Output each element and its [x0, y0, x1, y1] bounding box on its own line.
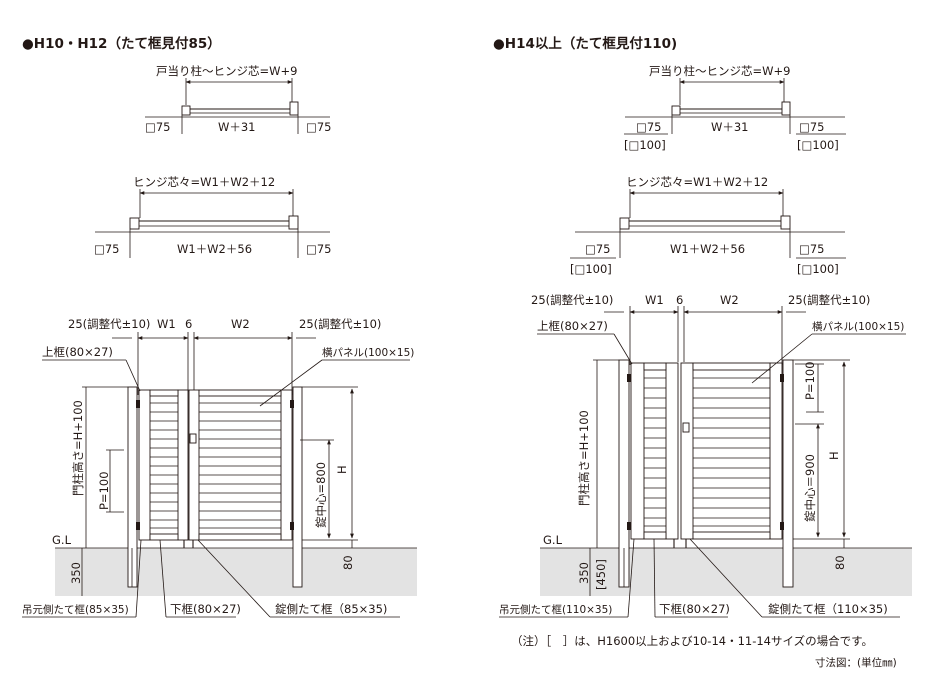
right-plan2-post-left-alt: [□100] [570, 262, 612, 276]
left-plan1-post-right: □75 [306, 120, 332, 134]
left-ground-band [55, 548, 417, 596]
right-depth-alt-label: [450] [594, 559, 608, 590]
left-adj-right: 25(調整代±10) [299, 317, 381, 331]
right-plan1-top-dim: 戸当り柱～ヒンジ芯=W+9 [649, 64, 790, 78]
left-gl-label: G.L [52, 533, 72, 547]
left-w2-label: W2 [231, 317, 250, 331]
left-h-label: H [335, 465, 349, 474]
left-lock-stile-label: 錠側たて框（85×35) [275, 602, 387, 616]
right-w1-label: W1 [645, 293, 664, 307]
right-right-leaf-slats [693, 377, 770, 527]
right-ground-band [540, 548, 912, 596]
right-panel-label: 横パネル(100×15) [812, 320, 904, 333]
left-leaf-slats [150, 402, 178, 529]
left-panel-label: 横パネル(100×15) [322, 346, 414, 359]
right-lock-icon [682, 422, 690, 433]
left-elevation-view: G.L 25(調整代±10) W1 6 W2 25(調整代±10) [22, 317, 417, 618]
left-plan1-post-left: □75 [145, 120, 171, 134]
right-plan1-post-right-alt: [□100] [797, 138, 839, 152]
right-plan1-post-left: □75 [636, 120, 662, 134]
right-lock-stile-label: 錠側たて框（110×35) [768, 602, 888, 616]
left-heading: ●H10・H12（たて框見付85） [22, 35, 221, 52]
right-plan2-post-right-alt: [□100] [797, 262, 839, 276]
left-plan-view-2: ヒンジ芯々=W1＋W2＋12 □75 W1＋W2＋56 □75 [94, 175, 332, 258]
right-hinge-stile-label: 吊元側たて框(110×35) [499, 603, 612, 616]
left-plan2-top-dim: ヒンジ芯々=W1＋W2＋12 [133, 175, 275, 189]
left-plan-view-1: 戸当り柱～ヒンジ芯=W+9 □75 W＋31 □75 [145, 64, 332, 134]
right-gl-label: G.L [543, 533, 563, 547]
right-lock-center-label: 錠中心＝900 [803, 454, 817, 522]
right-top-frame-label: 上框(80×27) [537, 319, 608, 333]
right-adj-left: 25(調整代±10) [531, 293, 613, 307]
left-plan1-top-dim: 戸当り柱～ヒンジ芯=W+9 [156, 64, 297, 78]
left-above-label: 80 [341, 555, 355, 570]
left-hinge-stile-label: 吊元側たて框(85×35) [22, 603, 129, 616]
right-bottom-frame-label: 下框(80×27) [659, 602, 730, 616]
left-plan1-width: W＋31 [218, 120, 256, 134]
left-gap-label: 6 [185, 317, 192, 331]
left-lock-icon [189, 433, 197, 444]
right-elevation-view: G.L 25(調整代±10) W1 6 W2 25(調整代±10) [499, 293, 912, 618]
right-plan2-post-left: □75 [585, 242, 611, 256]
right-gap-label: 6 [676, 293, 683, 307]
right-plan2-width: W1＋W2＋56 [670, 242, 745, 256]
right-plan1-post-left-alt: [□100] [624, 138, 666, 152]
left-lock-center-label: 錠中心=800 [314, 462, 328, 528]
right-depth-label: 350 [577, 562, 591, 584]
left-pitch-label: P=100 [97, 471, 111, 510]
right-plan1-post-right: □75 [799, 120, 825, 134]
unit-note: 寸法図：(単位㎜) [815, 656, 897, 669]
left-adj-left: 25(調整代±10) [68, 317, 150, 331]
right-post-height-label: 門柱高さ=H+100 [577, 410, 591, 506]
right-plan1-width: W＋31 [711, 120, 749, 134]
right-plan2-post-right: □75 [799, 242, 825, 256]
left-depth-label: 350 [69, 562, 83, 584]
right-adj-right: 25(調整代±10) [788, 293, 870, 307]
right-plan2-top-dim: ヒンジ芯々=W1＋W2＋12 [626, 175, 768, 189]
right-pitch-label: P=100 [803, 361, 817, 400]
right-plan-view-2: ヒンジ芯々=W1＋W2＋12 □75 W1＋W2＋56 □75 [□100] [… [570, 175, 846, 276]
left-w1-label: W1 [157, 317, 176, 331]
right-w2-label: W2 [720, 293, 739, 307]
footnote: （注）［ ］は、H1600以上および10-14・11-14サイズの場合です。 [511, 634, 873, 648]
left-bottom-frame-label: 下框(80×27) [170, 602, 241, 616]
right-left-leaf-slats [644, 377, 666, 527]
left-plan2-post-right: □75 [306, 242, 332, 256]
left-post-height-label: 門柱高さ=H+100 [71, 400, 85, 496]
left-top-frame-label: 上框(80×27) [42, 345, 113, 359]
left-plan2-post-left: □75 [94, 242, 120, 256]
right-leaf-slats [199, 402, 281, 529]
right-plan-view-1: 戸当り柱～ヒンジ芯=W+9 □75 W＋31 □75 [□100] [□100] [624, 64, 846, 152]
right-above-label: 80 [833, 555, 847, 570]
right-h-label: H [827, 451, 841, 460]
left-plan2-width: W1＋W2＋56 [177, 242, 252, 256]
right-heading: ●H14以上（たて框見付110) [493, 35, 677, 52]
